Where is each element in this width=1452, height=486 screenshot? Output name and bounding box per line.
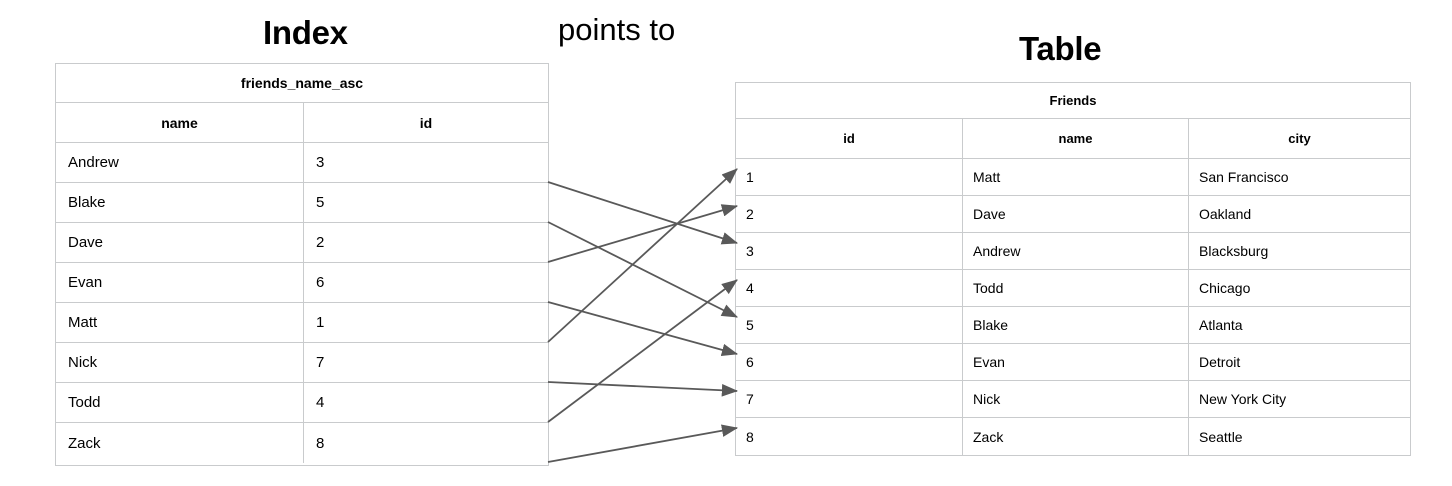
friends-cell: Detroit xyxy=(1188,344,1410,380)
friends-cell: 2 xyxy=(746,206,754,222)
index-table-header-row: name id xyxy=(56,103,548,143)
table-row: Nick 7 xyxy=(56,343,548,383)
friends-cell: 6 xyxy=(746,354,754,370)
index-header-name: name xyxy=(161,114,198,131)
index-heading: Index xyxy=(263,14,348,51)
friends-table-header-row: id name city xyxy=(736,119,1410,159)
pointer-arrow-zack-to-id-8 xyxy=(547,424,739,463)
friends-cell: 1 xyxy=(746,169,754,185)
index-cell: Blake xyxy=(68,194,106,211)
index-header-id: id xyxy=(303,103,548,142)
index-cell: 3 xyxy=(303,143,548,182)
index-cell: 2 xyxy=(303,223,548,262)
index-cell: 1 xyxy=(303,303,548,342)
index-cell: Matt xyxy=(68,314,98,331)
friends-cell: 3 xyxy=(746,243,754,259)
friends-cell: Evan xyxy=(962,344,1188,380)
index-cell: Dave xyxy=(68,234,104,251)
table-row: Matt 1 xyxy=(56,303,548,343)
friends-cell: Blacksburg xyxy=(1188,233,1410,269)
friends-cell: 8 xyxy=(746,428,754,445)
pointer-arrow-matt-to-id-1 xyxy=(547,168,738,343)
friends-header-id: id xyxy=(843,131,855,146)
table-row: Dave 2 xyxy=(56,223,548,263)
index-cell: Andrew xyxy=(68,154,119,171)
friends-cell: Dave xyxy=(962,196,1188,232)
friends-cell: Atlanta xyxy=(1188,307,1410,343)
index-cell: Todd xyxy=(68,394,101,411)
friends-cell: Nick xyxy=(962,381,1188,417)
index-cell: 8 xyxy=(303,423,548,463)
friends-cell: 7 xyxy=(746,391,754,407)
index-cell: Zack xyxy=(68,434,101,452)
friends-cell: Seattle xyxy=(1188,418,1410,455)
friends-cell: San Francisco xyxy=(1188,159,1410,195)
index-table-name: friends_name_asc xyxy=(240,75,364,91)
table-row: Andrew 3 xyxy=(56,143,548,183)
pointer-arrow-andrew-to-id-3 xyxy=(547,181,739,245)
pointer-arrow-evan-to-id-6 xyxy=(547,301,739,357)
friends-cell: 5 xyxy=(746,317,754,333)
index-cell: 4 xyxy=(303,383,548,422)
pointer-arrow-nick-to-id-7 xyxy=(547,381,739,397)
pointer-arrow-blake-to-id-5 xyxy=(547,221,738,318)
friends-table-name: Friends xyxy=(1049,93,1097,108)
index-cell: 7 xyxy=(303,343,548,382)
friends-cell: New York City xyxy=(1188,381,1410,417)
friends-cell: Todd xyxy=(962,270,1188,306)
friends-cell: Chicago xyxy=(1188,270,1410,306)
friends-cell: Oakland xyxy=(1188,196,1410,232)
table-row: Zack 8 xyxy=(56,423,548,463)
friends-cell: Blake xyxy=(962,307,1188,343)
friends-cell: Zack xyxy=(962,418,1188,455)
pointer-arrow-todd-to-id-4 xyxy=(547,279,738,423)
friends-header-city: city xyxy=(1188,119,1410,158)
index-table-title-row: friends_name_asc xyxy=(56,64,548,103)
friends-cell: Andrew xyxy=(962,233,1188,269)
index-cell: Evan xyxy=(68,274,103,291)
index-cell: 6 xyxy=(303,263,548,302)
table-row: Todd 4 xyxy=(56,383,548,423)
index-cell: 5 xyxy=(303,183,548,222)
table-row: Blake 5 xyxy=(56,183,548,223)
friends-cell: Matt xyxy=(962,159,1188,195)
friends-table-title-row: Friends xyxy=(736,83,1410,119)
friends-cell: 4 xyxy=(746,280,754,296)
pointer-arrow-dave-to-id-2 xyxy=(547,204,739,263)
table-heading: Table xyxy=(1019,30,1102,67)
points-to-label: points to xyxy=(558,12,676,47)
friends-header-name: name xyxy=(962,119,1188,158)
table-row: Evan 6 xyxy=(56,263,548,303)
index-cell: Nick xyxy=(68,354,98,371)
